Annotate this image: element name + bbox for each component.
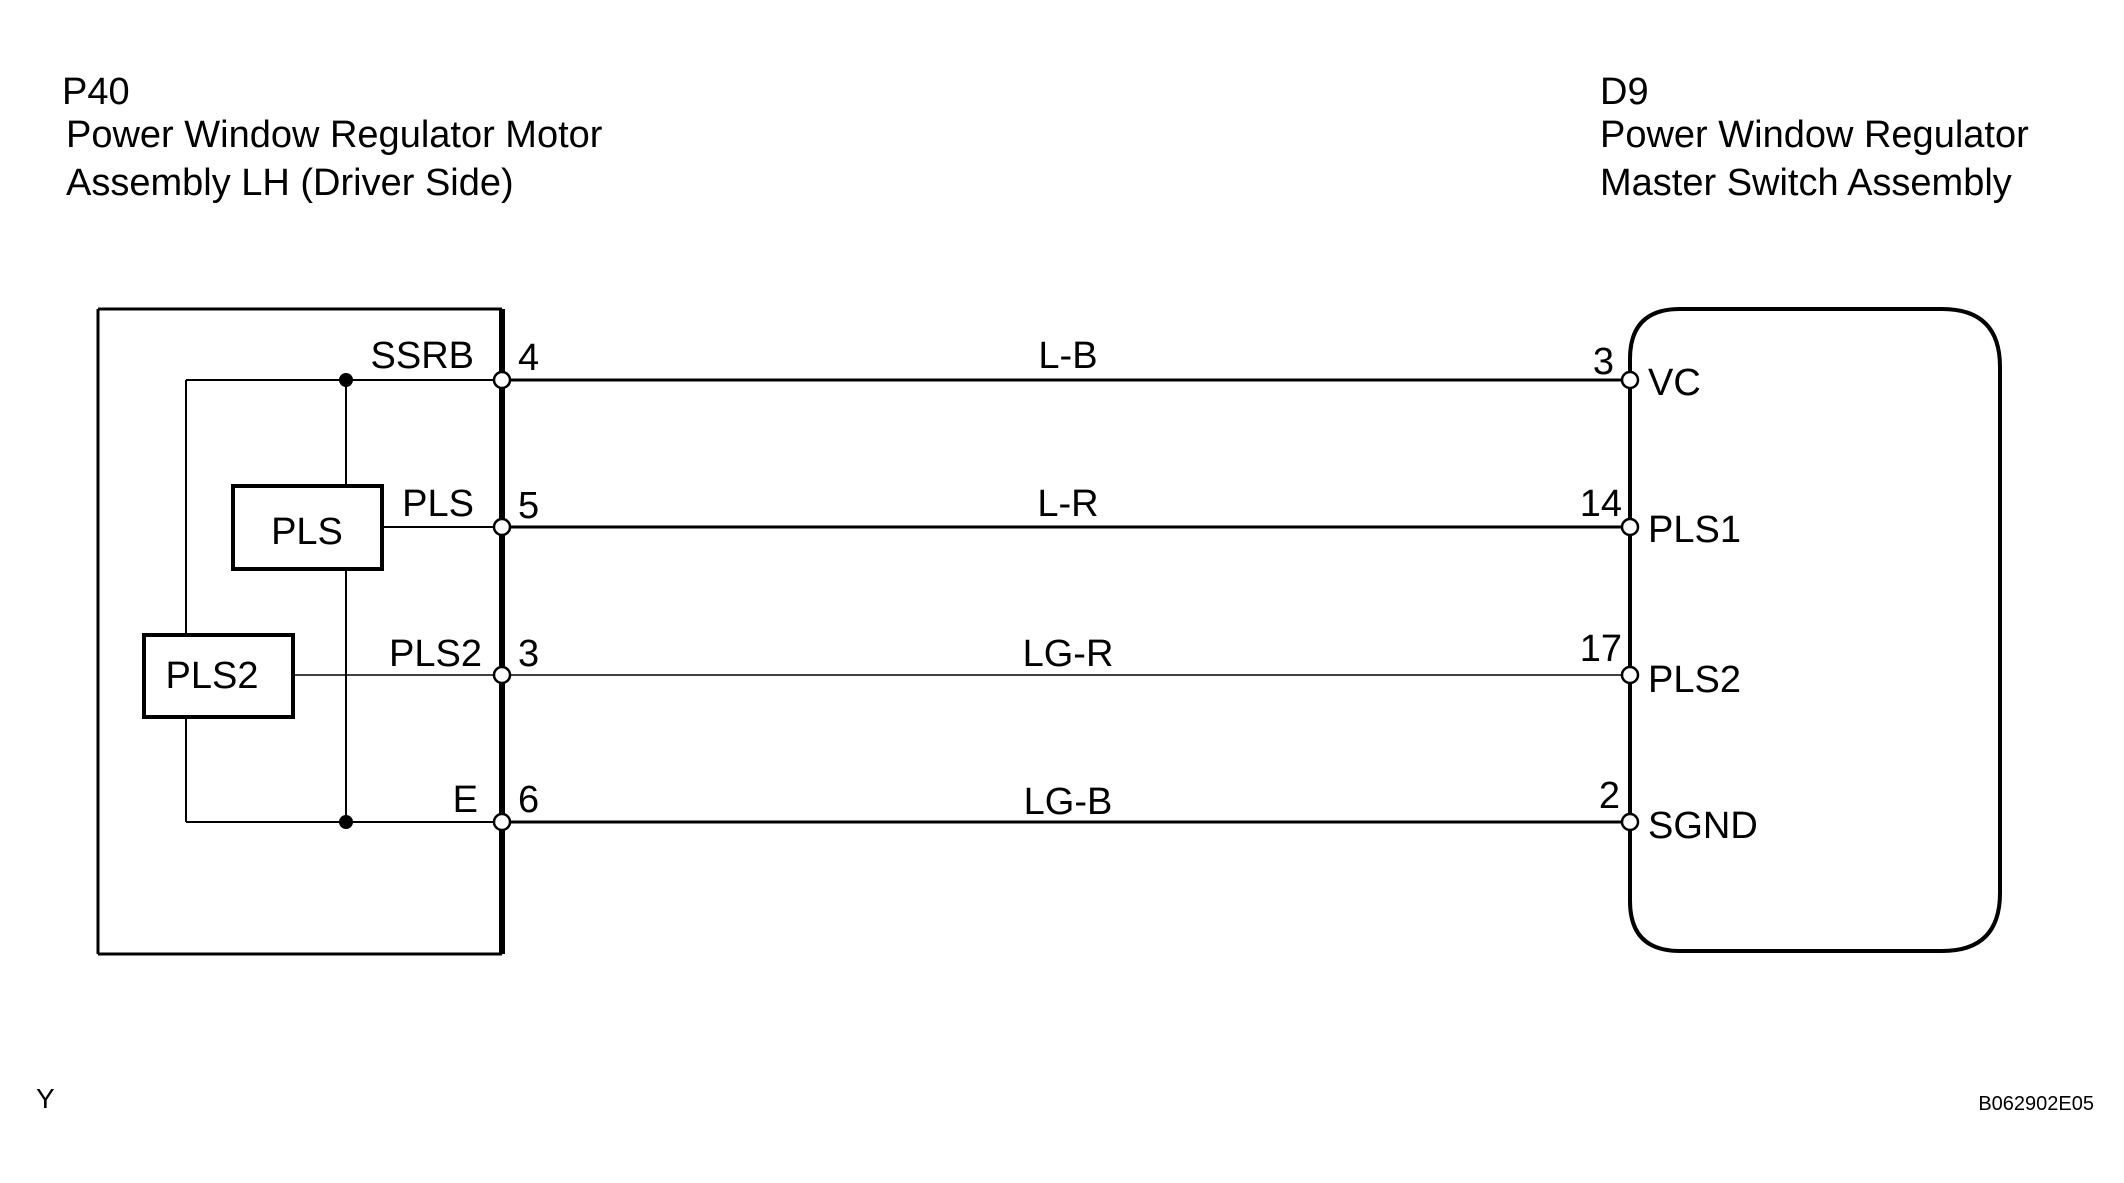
left-component-name-line2: Assembly LH (Driver Side) (66, 162, 514, 204)
wire-row: PLS2 3 LG-R 17 PLS2 (389, 628, 1741, 701)
junction-dot (339, 815, 353, 829)
right-signal-label: SGND (1648, 805, 1758, 847)
right-component-box (1628, 307, 2002, 953)
left-pin-number: 4 (518, 337, 539, 379)
left-signal-label: SSRB (371, 335, 474, 377)
right-pin-number: 14 (1580, 483, 1622, 525)
left-terminal (492, 665, 512, 685)
right-terminal (1620, 370, 1640, 390)
right-component-id: D9 (1600, 71, 1649, 113)
left-component-name-line1: Power Window Regulator Motor (66, 114, 603, 156)
right-terminal (1620, 517, 1640, 537)
pls2-box-label: PLS2 (166, 655, 259, 697)
right-signal-label: VC (1648, 362, 1701, 404)
left-component-id: P40 (62, 71, 130, 113)
pls2-box: PLS2 (142, 633, 295, 719)
wire-row: SSRB 4 L-B 3 VC (371, 335, 1701, 404)
left-terminal (492, 370, 512, 390)
right-pin-number: 17 (1580, 628, 1622, 670)
left-pin-number: 3 (518, 633, 539, 675)
right-component-name-line2: Master Switch Assembly (1600, 162, 2012, 204)
right-signal-label: PLS1 (1648, 509, 1741, 551)
wire-row: PLS 5 L-R 14 PLS1 (402, 483, 1741, 551)
wire-color-label: LG-B (1024, 781, 1113, 823)
left-signal-label: E (453, 779, 478, 821)
corner-letter: Y (36, 1083, 55, 1114)
left-pin-number: 5 (518, 485, 539, 527)
figure-code: B062902E05 (1978, 1093, 2094, 1115)
pls-box-label: PLS (271, 511, 343, 553)
left-signal-label: PLS2 (389, 633, 482, 675)
pls-box: PLS (231, 484, 384, 571)
left-component-box (96, 307, 505, 956)
junction-dot (339, 373, 353, 387)
wire-color-label: LG-R (1023, 633, 1114, 675)
wire-color-label: L-B (1038, 335, 1097, 377)
internal-wiring (185, 373, 502, 829)
left-terminal (492, 517, 512, 537)
right-terminal (1620, 665, 1640, 685)
right-signal-label: PLS2 (1648, 659, 1741, 701)
wire-row: E 6 LG-B 2 SGND (453, 775, 1758, 847)
left-signal-label: PLS (402, 483, 474, 525)
wire-color-label: L-R (1037, 483, 1098, 525)
right-pin-number: 3 (1593, 341, 1614, 383)
right-component-name-line1: Power Window Regulator (1600, 114, 2029, 156)
left-terminal (492, 812, 512, 832)
right-pin-number: 2 (1599, 775, 1620, 817)
left-pin-number: 6 (518, 779, 539, 821)
right-terminal (1620, 812, 1640, 832)
